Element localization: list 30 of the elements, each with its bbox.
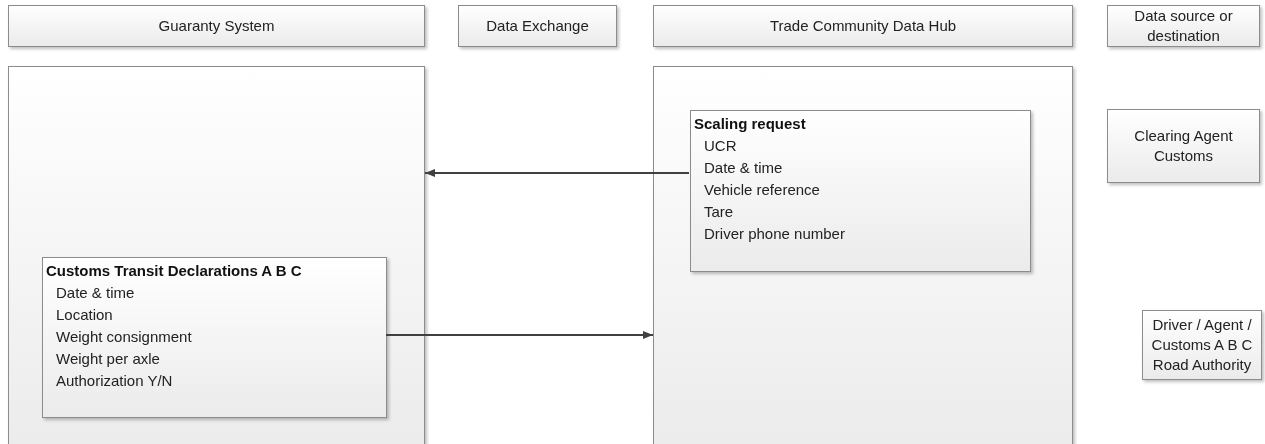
field-label: Driver phone number (703, 224, 846, 244)
card-heading: Customs Transit Declarations A B C (46, 261, 303, 281)
field-label: Authorization Y/N (55, 371, 174, 391)
box-label: Clearing Agent Customs (1133, 126, 1234, 166)
field-label: Vehicle reference (703, 180, 821, 200)
box-label: Guaranty System (158, 16, 275, 36)
box-label: Data source or destination (1133, 6, 1234, 46)
arrow (385, 331, 654, 339)
lane-header (653, 5, 1073, 47)
data-card (690, 110, 1031, 272)
source-box (1142, 310, 1262, 380)
box-label: Trade Community Data Hub (769, 16, 957, 36)
source-box (1107, 109, 1260, 183)
field-label: Tare (703, 202, 735, 222)
card-heading: Scaling request (694, 114, 807, 134)
box-label: Data Exchange (486, 16, 589, 36)
lane-panel (653, 66, 1073, 444)
box-label: Driver / Agent / Customs A B C Road Authority (1150, 315, 1254, 375)
data-card (42, 257, 387, 418)
field-label: Weight consignment (55, 327, 193, 347)
arrow (424, 169, 690, 177)
field-label: Date & time (55, 283, 136, 303)
lane-panel (8, 66, 425, 444)
field-label: Weight per axle (55, 349, 161, 369)
lane-header (458, 5, 617, 47)
field-label: UCR (703, 136, 738, 156)
lane-header (1107, 5, 1260, 47)
field-label: Date & time (703, 158, 784, 178)
field-label: Location (55, 305, 114, 325)
lane-header (8, 5, 425, 47)
